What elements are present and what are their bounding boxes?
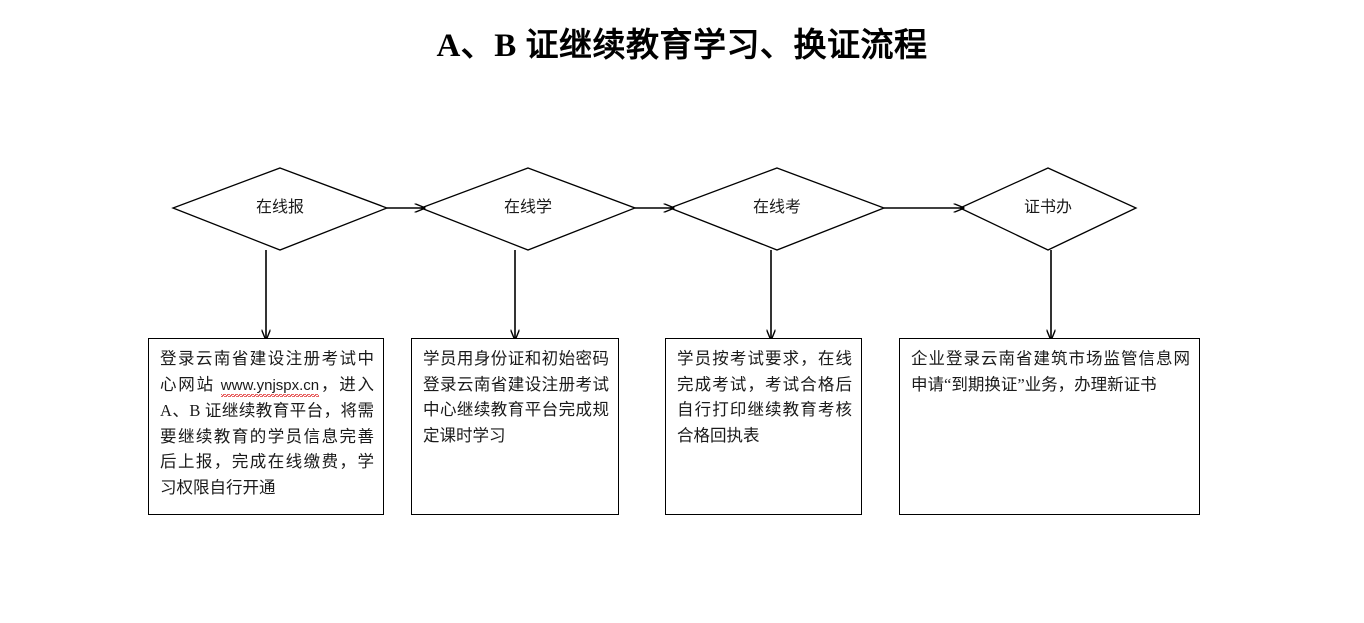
step-box-1-text-lead: 登录云南省建设注册考试中心网站	[160, 349, 374, 394]
diamond-node-2	[419, 167, 637, 251]
step-box-4: 企业登录云南省建筑市场监管信息网申请“到期换证”业务，办理新证书	[899, 338, 1200, 515]
diamond-node-1	[171, 167, 389, 251]
step-box-3: 学员按考试要求，在线完成考试，考试合格后自行打印继续教育考核合格回执表	[665, 338, 862, 515]
step-box-1: 登录云南省建设注册考试中心网站 www.ynjspx.cn，进入 A、B 证继续…	[148, 338, 384, 515]
step-box-2-text: 学员用身份证和初始密码登录云南省建设注册考试中心继续教育平台完成规定课时学习	[423, 349, 609, 445]
step-box-2: 学员用身份证和初始密码登录云南省建设注册考试中心继续教育平台完成规定课时学习	[411, 338, 619, 515]
website-url-link[interactable]: www.ynjspx.cn	[220, 376, 320, 397]
page-title: A、B 证继续教育学习、换证流程	[436, 28, 928, 64]
step-box-1-text: 登录云南省建设注册考试中心网站 www.ynjspx.cn，进入 A、B 证继续…	[160, 346, 374, 500]
step-box-4-text: 企业登录云南省建筑市场监管信息网申请“到期换证”业务，办理新证书	[911, 349, 1190, 394]
step-box-3-text: 学员按考试要求，在线完成考试，考试合格后自行打印继续教育考核合格回执表	[677, 349, 852, 445]
diamond-node-4	[958, 167, 1138, 251]
step-box-1-text-tail: ，进入 A、B 证继续教育平台，将需要继续教育的学员信息完善后上报，完成在线缴费…	[160, 374, 375, 497]
diamond-node-3	[668, 167, 886, 251]
